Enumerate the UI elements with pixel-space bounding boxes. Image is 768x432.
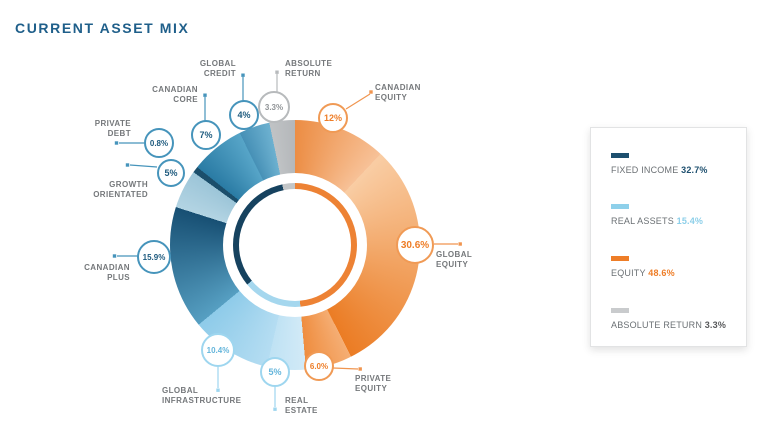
legend-swatch-equity bbox=[611, 256, 629, 261]
badge-growth-orientated: 5% bbox=[157, 159, 185, 187]
donut-center bbox=[239, 189, 351, 301]
label-private-debt: PRIVATE DEBT bbox=[94, 119, 131, 139]
badge-global-credit: 4% bbox=[229, 100, 259, 130]
page-title: CURRENT ASSET MIX bbox=[15, 20, 190, 36]
label-growth-orientated: GROWTH ORIENTATED bbox=[93, 180, 148, 200]
legend-value: 48.6% bbox=[648, 268, 675, 278]
badge-global-infrastructure: 10.4% bbox=[201, 333, 235, 367]
legend-item-fixed-income: FIXED INCOME 32.7% bbox=[611, 153, 708, 175]
badge-private-equity: 6.0% bbox=[304, 351, 334, 381]
label-canadian-equity: CANADIAN EQUITY bbox=[375, 83, 421, 103]
badge-global-equity: 30.6% bbox=[396, 226, 434, 264]
legend-label: REAL ASSETS bbox=[611, 216, 674, 226]
legend-swatch-fixed-income bbox=[611, 153, 629, 158]
legend-value: 15.4% bbox=[676, 216, 704, 226]
legend-item-absolute-return: ABSOLUTE RETURN 3.3% bbox=[611, 308, 726, 330]
label-absolute-return: ABSOLUTE RETURN bbox=[285, 59, 333, 79]
label-canadian-core: CANADIAN CORE bbox=[152, 85, 198, 105]
legend-swatch-absolute-return bbox=[611, 308, 629, 313]
legend-card: FIXED INCOME 32.7% REAL ASSETS 15.4% EQU… bbox=[590, 127, 747, 347]
legend-swatch-real-assets bbox=[611, 204, 629, 209]
legend-item-real-assets: REAL ASSETS 15.4% bbox=[611, 204, 703, 226]
badge-canadian-plus: 15.9% bbox=[137, 240, 171, 274]
label-global-infrastructure: GLOBAL INFRASTRUCTURE bbox=[162, 386, 242, 406]
badge-absolute-return: 3.3% bbox=[258, 91, 290, 123]
legend-label: EQUITY bbox=[611, 268, 646, 278]
legend-value: 3.3% bbox=[704, 320, 727, 330]
label-real-estate: REAL ESTATE bbox=[285, 396, 318, 416]
legend-label: ABSOLUTE RETURN bbox=[611, 320, 703, 330]
legend-label: FIXED INCOME bbox=[611, 165, 679, 175]
legend-value: 32.7% bbox=[681, 165, 708, 175]
label-private-equity: PRIVATE EQUITY bbox=[355, 374, 392, 394]
label-canadian-plus: CANADIAN PLUS bbox=[84, 263, 130, 283]
badge-private-debt: 0.8% bbox=[144, 128, 174, 158]
label-global-credit: GLOBAL CREDIT bbox=[199, 59, 236, 79]
badge-canadian-equity: 12% bbox=[318, 103, 348, 133]
badge-canadian-core: 7% bbox=[191, 120, 221, 150]
badge-real-estate: 5% bbox=[260, 357, 290, 387]
legend-item-equity: EQUITY 48.6% bbox=[611, 256, 675, 278]
label-global-equity: GLOBAL EQUITY bbox=[436, 250, 473, 270]
